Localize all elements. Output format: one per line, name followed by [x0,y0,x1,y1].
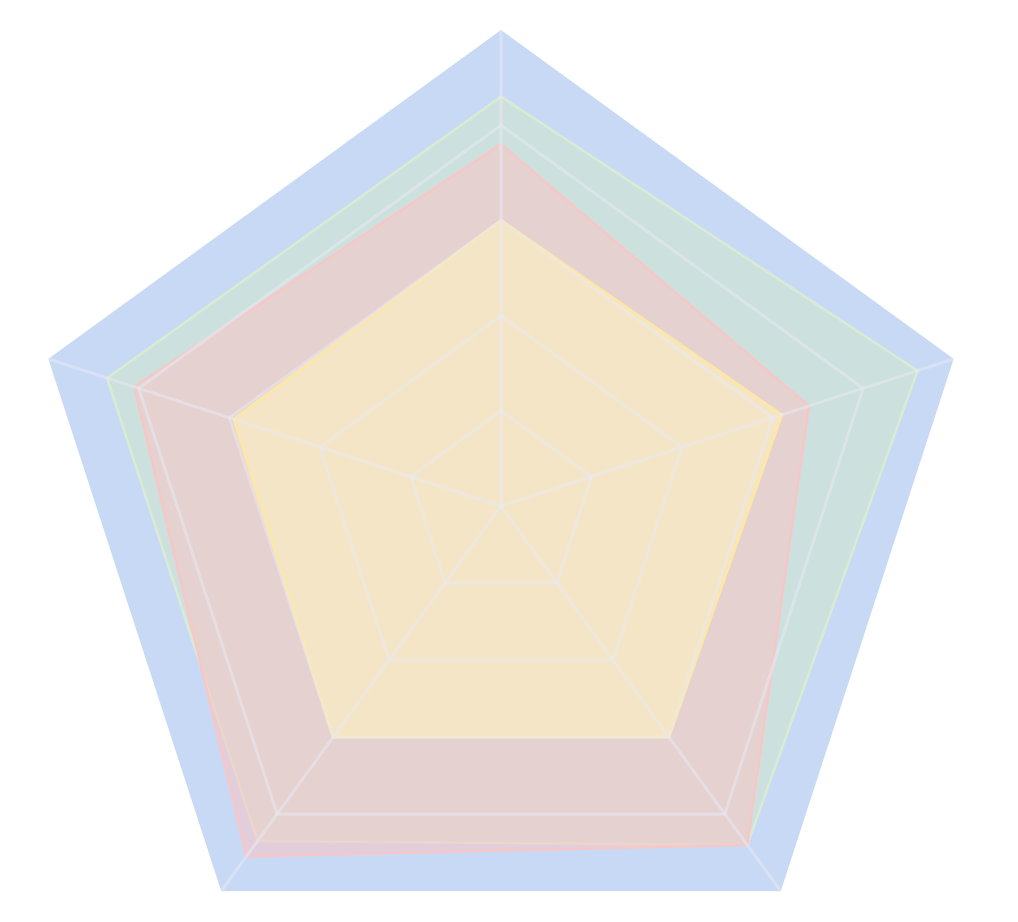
radar-grid-ring-2 [227,218,775,739]
radar-axis-spoke-4 [47,357,502,508]
radar-axis-spoke-1 [500,357,955,508]
radar-grid [47,30,955,892]
radar-axis-spoke-3 [219,505,503,892]
radar-grid-ring-1 [318,313,684,662]
radar-grid-ring-0 [408,408,594,585]
radar-grid-ring-3 [137,123,865,816]
radar-axis-spoke-2 [499,505,783,892]
